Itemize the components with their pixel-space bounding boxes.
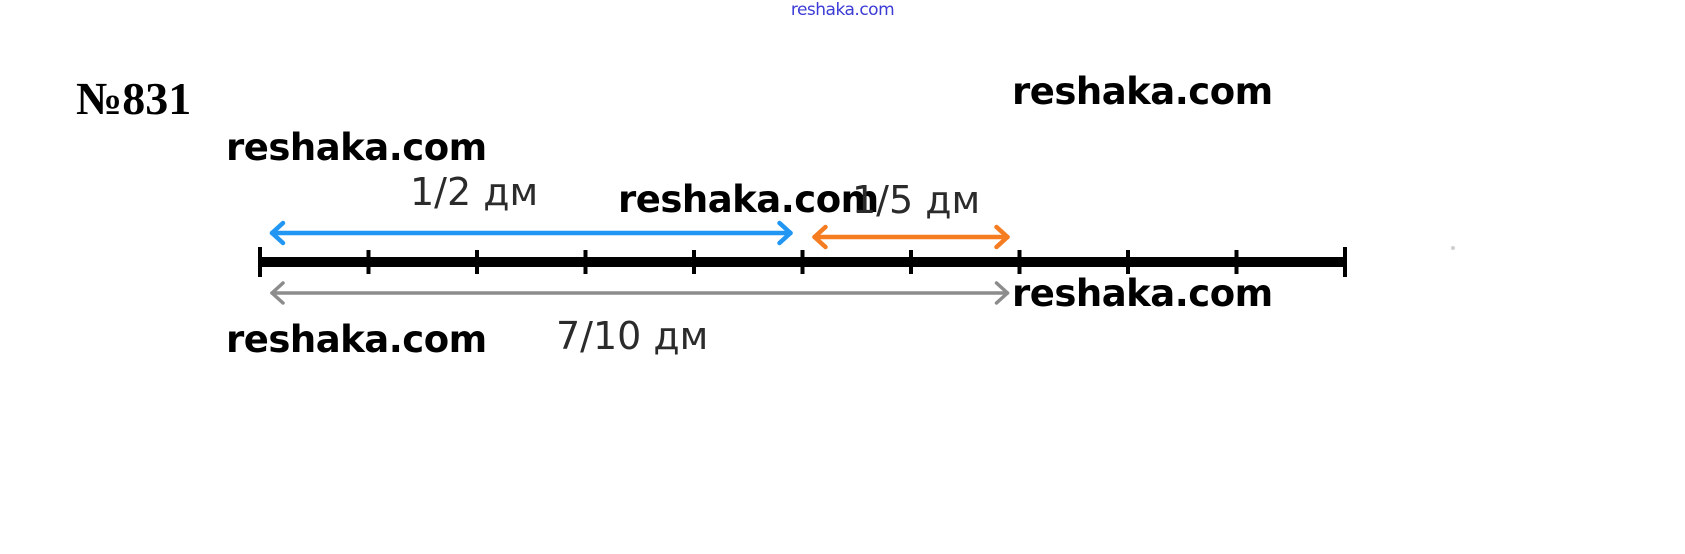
- watermark-center: reshaka.com: [618, 178, 879, 221]
- watermark-upper-left: reshaka.com: [226, 126, 487, 169]
- arrow-seven-tenths: [270, 281, 1010, 305]
- label-half-dm: 1/2 дм: [410, 170, 539, 214]
- arrowhead-right: [994, 281, 1010, 305]
- header-watermark: reshaka.com: [790, 0, 895, 20]
- arrowhead-left: [269, 220, 286, 246]
- arrowhead-right: [777, 220, 793, 246]
- arrowhead-left: [270, 281, 285, 305]
- stray-dot: [1451, 246, 1455, 250]
- arrow-half: [269, 220, 793, 246]
- watermark-lower-left: reshaka.com: [226, 318, 487, 361]
- arrow-fifth: [812, 224, 1010, 250]
- watermark-lower-right: reshaka.com: [1012, 272, 1273, 315]
- task-number: №831: [76, 73, 192, 124]
- arrows-group: [269, 220, 1010, 305]
- number-line-group: [258, 247, 1347, 277]
- label-seven-tenths-dm: 7/10 дм: [556, 314, 709, 358]
- watermark-top-right: reshaka.com: [1012, 70, 1273, 113]
- arrowhead-right: [994, 224, 1010, 250]
- arrowhead-left: [812, 224, 828, 250]
- label-fifth-dm: 1/5 дм: [852, 178, 981, 222]
